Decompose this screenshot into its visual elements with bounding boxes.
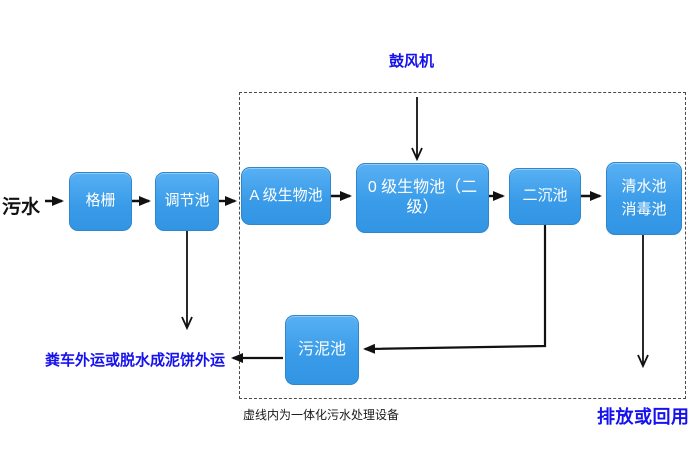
blower-label: 鼓风机 (389, 53, 435, 70)
dashed-equipment-boundary (239, 92, 686, 399)
boundary-caption-label: 虚线内为一体化污水处理设备 (243, 408, 400, 422)
discharge-label: 排放或回用 (597, 407, 690, 427)
sludge-disposal-label: 粪车外运或脱水成泥饼外运 (45, 352, 226, 369)
node-clear-disinfection-tank: 清水池 消毒池 (606, 162, 682, 235)
node-clear-line2: 消毒池 (621, 200, 667, 218)
node-clear-line1: 清水池 (621, 178, 667, 195)
node-secondary-sedimentation-tank: 二沉池 (509, 168, 581, 225)
influent-label: 污水 (2, 197, 41, 218)
node-o-bio-label: 0 级生物池（二级） (367, 179, 478, 216)
node-grid: 格栅 (69, 172, 132, 231)
node-grid-label: 格栅 (85, 192, 116, 210)
node-a-bio-tank: A 级生物池 (241, 167, 331, 225)
node-secondary-label: 二沉池 (522, 187, 568, 205)
node-a-bio-label: A 级生物池 (249, 186, 323, 204)
node-sludge-label: 污泥池 (297, 341, 346, 358)
node-sludge-tank: 污泥池 (285, 315, 359, 385)
node-o-bio-tank: 0 级生物池（二级） (356, 163, 489, 233)
node-regulating-tank: 调节池 (155, 172, 219, 231)
node-regulating-label: 调节池 (164, 192, 210, 210)
